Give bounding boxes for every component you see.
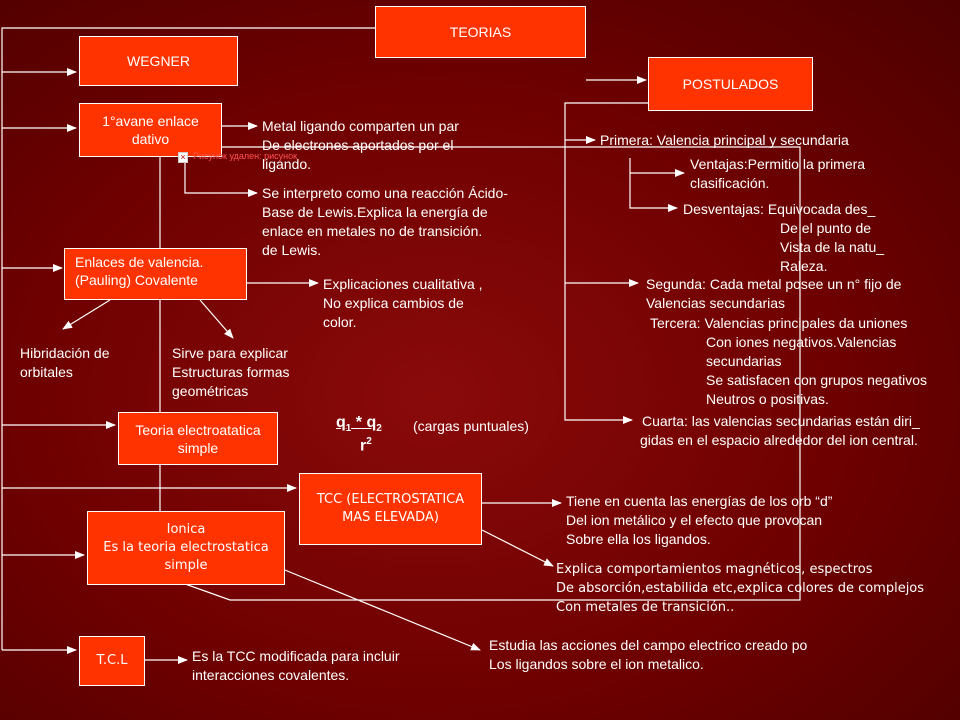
ventajas-line: Ventajas:Permitio la primera: [690, 156, 866, 172]
es-la-tcc-line: interacciones covalentes.: [192, 667, 350, 683]
hibridacion-text: Hibridación de orbitales: [20, 344, 110, 382]
desventajas-line: De el punto de: [780, 220, 872, 236]
sirve-para-text: Sirve para explicar Estructuras formas g…: [172, 344, 289, 401]
es-la-tcc-line: Es la TCC modificada para incluir: [192, 648, 400, 664]
tcl-label: T.C.L: [96, 653, 128, 668]
cuarta-line: Cuarta: las valencias secundarias están …: [642, 413, 920, 429]
estudia-line: Los ligandos sobre el ion metalico.: [489, 656, 704, 672]
tercera-line: secundarias: [706, 353, 782, 369]
metal-ligando-line: De electrones aportados por el: [262, 137, 454, 153]
enlaces-line-2: (Pauling) Covalente: [75, 272, 198, 288]
enlaces-line-1: Enlaces de valencia.: [75, 254, 204, 270]
hibridacion-line: orbitales: [20, 364, 73, 380]
se-interpreto-line: de Lewis.: [262, 242, 322, 258]
sirve-para-line: Sirve para explicar: [172, 345, 288, 361]
estudia-text: Estudia las acciones del campo electrico…: [489, 636, 807, 674]
tiene-line: Tiene en cuenta las energías de los orb …: [566, 493, 833, 509]
estudia-line: Estudia las acciones del campo electrico…: [489, 637, 808, 653]
sirve-para-line: geométricas: [172, 383, 249, 399]
tiene-en-cuenta-text: Tiene en cuenta las energías de los orb …: [566, 492, 832, 549]
sirve-para-line: Estructuras formas: [172, 364, 290, 380]
explicaciones-text: Explicaciones cualitativa , No explica c…: [323, 275, 483, 332]
explicaciones-line: Explicaciones cualitativa ,: [323, 276, 483, 292]
tercera-text: Tercera: Valencias principales da unione…: [650, 314, 927, 409]
teoria-electro-line-1: Teoria electroatatica: [135, 421, 261, 438]
segunda-text: Segunda: Cada metal posee un n° fijo de …: [646, 275, 901, 313]
desventajas-text: Desventajas: Equivocada des_ De el punto…: [683, 200, 884, 276]
tercera-line: Se satisfacen con grupos negativos: [706, 372, 928, 388]
ventajas-text: Ventajas:Permitio la primera clasificaci…: [690, 155, 865, 193]
broken-image-icon: ×: [178, 152, 188, 163]
ionica-line-1: Ionica: [166, 522, 206, 537]
explicaciones-line: color.: [323, 314, 357, 330]
formula-sub2: 2: [376, 423, 382, 435]
tcc-line-2: MAS ELEVADA): [342, 510, 439, 525]
ventajas-line: clasificación.: [690, 175, 770, 191]
teorias-box: TEORIAS: [375, 6, 586, 58]
postulados-box: POSTULADOS: [648, 57, 813, 111]
segunda-line: Segunda: Cada metal posee un n° fijo de: [646, 276, 902, 292]
hibridacion-line: Hibridación de: [20, 345, 110, 361]
coulomb-formula: q1 * q2: [336, 414, 382, 434]
tercera-line: Neutros o positivas.: [706, 391, 829, 407]
enlaces-valencia-box: Enlaces de valencia. (Pauling) Covalente: [64, 248, 247, 300]
primera-text: Primera: Valencia principal y secundaria: [600, 132, 849, 148]
ionica-line-3: simple: [164, 558, 208, 573]
postulados-label: POSTULADOS: [682, 76, 779, 92]
se-interpreto-line: enlace en metales no de transición.: [262, 223, 483, 239]
tiene-line: Sobre ella los ligandos.: [566, 531, 711, 547]
formula-sup: 2: [366, 436, 372, 447]
tcc-box: TCC (ELECTROSTATICA MAS ELEVADA): [299, 473, 482, 545]
tercera-line: Tercera: Valencias principales da unione…: [650, 315, 908, 331]
formula-r: r: [360, 437, 367, 455]
se-interpreto-text: Se interpreto como una reacción Ácido- B…: [262, 184, 508, 260]
tcl-box: T.C.L: [79, 636, 145, 686]
desventajas-line: Vista de la natu_: [780, 239, 885, 255]
broken-image-caption: Рисунок удален: рисунок: [193, 151, 298, 161]
es-la-tcc-text: Es la TCC modificada para incluir intera…: [192, 647, 400, 685]
explica-comportamientos-text: Explica comportamientos magnéticos, espe…: [556, 560, 924, 617]
tercera-line: Con iones negativos.Valencias: [706, 334, 897, 350]
avance-line-1: 1°avane enlace: [102, 113, 199, 129]
teoria-electro-line-2: simple: [177, 439, 219, 456]
se-interpreto-line: Base de Lewis.Explica la energía de: [262, 204, 488, 220]
teoria-electro-box: Teoria electroatatica simple: [118, 412, 278, 465]
formula-q2: q: [366, 414, 377, 431]
formula-times: *: [351, 414, 367, 431]
metal-ligando-line: Metal ligando comparten un par: [262, 118, 459, 134]
metal-ligando-line: ligando.: [262, 156, 312, 172]
coulomb-denominator: r2: [360, 436, 372, 455]
wegner-label: WEGNER: [127, 53, 190, 69]
tcc-line-1: TCC (ELECTROSTATICA: [316, 492, 465, 507]
segunda-line: Valencias secundarias: [646, 295, 786, 311]
cuarta-text: Cuarta: las valencias secundarias están …: [640, 412, 920, 450]
avance-box: 1°avane enlace dativo: [79, 103, 222, 157]
metal-ligando-text: Metal ligando comparten un par De electr…: [262, 117, 459, 174]
explica-line: Explica comportamientos magnéticos, espe…: [556, 562, 873, 577]
desventajas-line: Raleza.: [780, 258, 828, 274]
avance-line-2: dativo: [131, 131, 170, 147]
formula-sub1: 1: [345, 423, 352, 435]
desventajas-line: Desventajas: Equivocada des_: [683, 201, 876, 217]
explicaciones-line: No explica cambios de: [323, 295, 464, 311]
formula-q1: q: [336, 414, 346, 431]
cuarta-line: gidas en el espacio alrededor del ion ce…: [640, 432, 918, 448]
tiene-line: Del ion metálico y el efecto que provoca…: [566, 512, 823, 528]
explica-line: De absorción,estabilida etc,explica colo…: [556, 581, 925, 596]
cargas-text: (cargas puntuales): [413, 418, 529, 434]
se-interpreto-line: Se interpreto como una reacción Ácido-: [262, 185, 508, 201]
ionica-box: Ionica Es la teoria electrostatica simpl…: [87, 511, 285, 585]
teorias-label: TEORIAS: [449, 24, 512, 40]
explica-line: Con metales de transición..: [556, 600, 735, 615]
ionica-line-2: Es la teoria electrostatica: [103, 540, 269, 555]
wegner-box: WEGNER: [79, 36, 238, 86]
